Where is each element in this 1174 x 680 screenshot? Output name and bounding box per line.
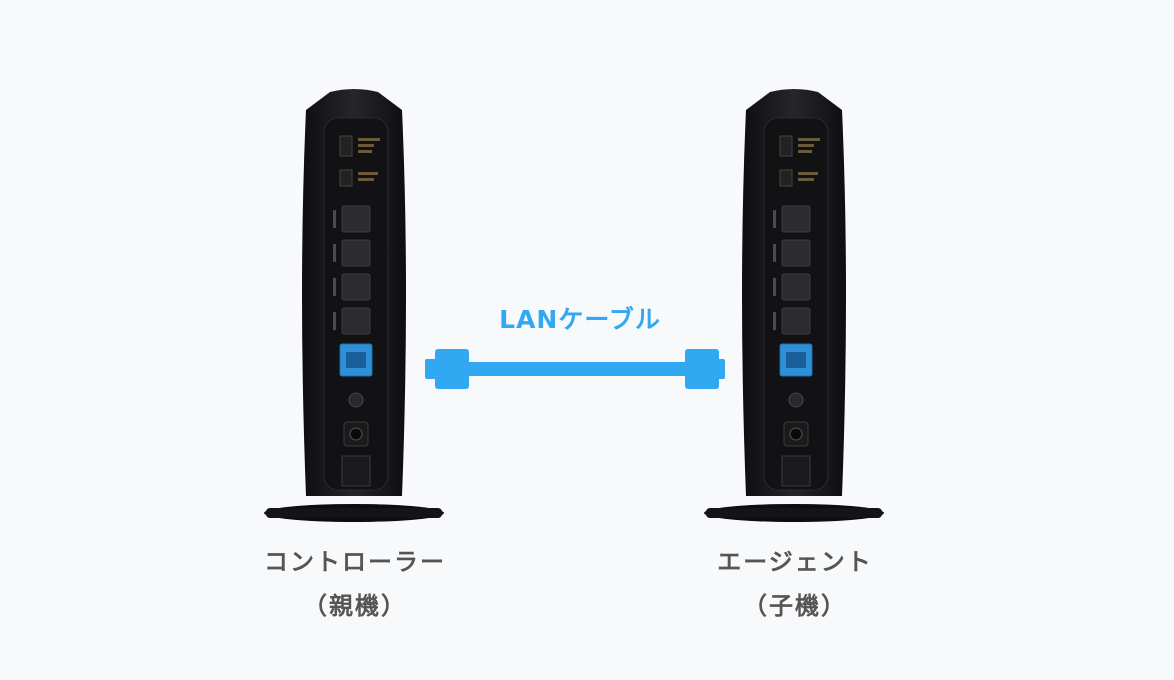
controller-router [262, 88, 447, 528]
cable-label: LANケーブル [499, 305, 661, 334]
controller-subtitle: （親機） [303, 592, 407, 620]
lan-ports [341, 205, 371, 335]
agent-router [702, 88, 887, 528]
lan-ports [781, 205, 811, 335]
lan-cable-icon [425, 345, 725, 397]
agent-subtitle: （子機） [743, 592, 847, 620]
controller-title: コントローラー [264, 548, 446, 576]
agent-caption: エージェント （子機） [665, 540, 925, 628]
controller-caption: コントローラー （親機） [225, 540, 485, 628]
agent-title: エージェント [717, 548, 873, 576]
